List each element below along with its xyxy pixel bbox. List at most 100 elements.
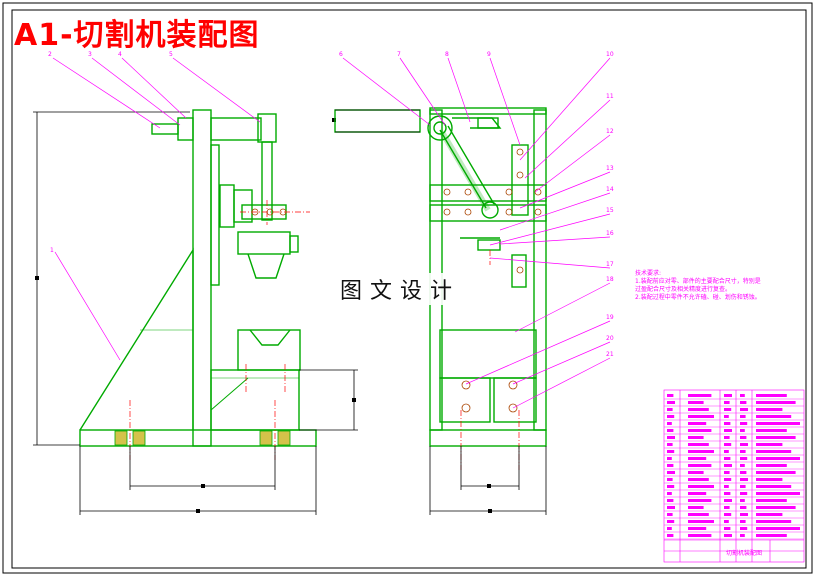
parts-list-cell-text: [756, 471, 796, 474]
parts-list-cell-text: [688, 471, 704, 474]
parts-list-cell-text: [724, 429, 732, 432]
parts-list-cell-text: [667, 429, 674, 432]
parts-list-cell-text: [740, 436, 747, 439]
parts-list-cell-text: [667, 485, 675, 488]
parts-list-cell-text: [667, 506, 675, 509]
parts-list-cell-text: [724, 436, 730, 439]
parts-list-cell-text: [667, 513, 673, 516]
pivot-joint: [481, 201, 499, 219]
parts-list-cell-text: [756, 401, 796, 404]
parts-list-cell-text: [724, 499, 732, 502]
parts-list-cell-text: [740, 464, 745, 467]
parts-list-cell-text: [740, 499, 745, 502]
parts-list-cell-text: [688, 394, 712, 397]
cutter-head: [237, 231, 291, 255]
watermark-text: 图文设计: [340, 273, 461, 305]
parts-list-cell-text: [756, 436, 796, 439]
parts-list-cell-text: [740, 415, 746, 418]
parts-list-cell-text: [756, 464, 787, 467]
work-table: [210, 369, 300, 431]
parts-list-cell-text: [740, 401, 747, 404]
lower-housing: [439, 329, 537, 379]
drawing-title: A1-切割机装配图: [14, 18, 260, 53]
parts-list-cell-text: [724, 534, 732, 537]
parts-list-cell-text: [688, 478, 709, 481]
parts-list-cell-text: [756, 527, 800, 530]
left-clamp: [439, 377, 491, 423]
leader-lines: [52, 57, 611, 409]
part-number: 13: [606, 165, 614, 172]
technical-notes: 技术要求: 1.装配前应对零、部件的主要配合尺寸，特别是 过盈配合尺寸及相关精度…: [635, 270, 785, 302]
parts-list-cell-text: [756, 513, 783, 516]
parts-list-cell-text: [667, 520, 675, 523]
parts-list-cell-text: [724, 450, 729, 453]
parts-list-cell-text: [756, 415, 792, 418]
parts-list-cell-text: [667, 408, 673, 411]
part-number: 18: [606, 276, 614, 283]
parts-list-cell-text: [667, 499, 674, 502]
parts-list-cell-text: [688, 485, 714, 488]
side-view: [79, 109, 317, 447]
part-number-labels: 1 2 3 4 5 6 7 8 9 10 11 12 13 14 15 16 1…: [48, 51, 614, 358]
parts-list-cell-text: [756, 492, 800, 495]
right-clamp: [493, 377, 537, 423]
title-block-drawing-name: 切割机装配图: [726, 550, 763, 557]
parts-list-rows: [664, 394, 804, 540]
part-number: 17: [606, 261, 614, 268]
notes-line: 过盈配合尺寸及相关精度进行复查。: [635, 286, 732, 293]
part-number: 12: [606, 128, 614, 135]
part-number: 21: [606, 351, 614, 358]
front-base: [429, 429, 547, 447]
parts-list-cell-text: [740, 534, 745, 537]
parts-list-cell-text: [724, 506, 730, 509]
clamp-block: [177, 117, 194, 141]
parts-list-cell-text: [740, 450, 746, 453]
dimension-markers: [35, 118, 492, 513]
parts-list-cell-text: [688, 506, 704, 509]
parts-list-cell-text: [740, 443, 748, 446]
parts-list-cell-text: [740, 520, 746, 523]
notes-line: 2.装配过程中零件不允许磕、碰、划伤和锈蚀。: [635, 294, 761, 301]
parts-list-cell-text: [724, 401, 730, 404]
drive-shaft: [334, 109, 421, 133]
parts-list-cell-text: [724, 527, 731, 530]
part-number: 4: [118, 51, 122, 58]
motor-housing: [219, 184, 235, 228]
parts-list-cell-text: [740, 527, 748, 530]
upper-crossbar: [429, 184, 547, 202]
parts-list-cell-text: [724, 443, 732, 446]
parts-list-cell-text: [756, 478, 783, 481]
parts-list-cell-text: [667, 471, 675, 474]
parts-list-cell-text: [724, 408, 732, 411]
parts-list-cell-text: [756, 457, 800, 460]
parts-list-cell-text: [688, 443, 709, 446]
parts-list-cell-text: [724, 520, 729, 523]
part-number: 10: [606, 51, 614, 58]
part-number: 14: [606, 186, 614, 193]
inner-border: [11, 9, 807, 569]
base-bolts: [114, 430, 291, 446]
side-dimensions: [33, 111, 358, 515]
parts-list-cell-text: [688, 527, 707, 530]
parts-list-cell-text: [756, 450, 792, 453]
parts-list-cell-text: [667, 415, 675, 418]
parts-list-cell-text: [740, 506, 747, 509]
parts-list-cell-text: [724, 415, 729, 418]
top-arm: [210, 117, 262, 141]
parts-list-cell-text: [688, 429, 712, 432]
parts-list-cell-text: [724, 464, 732, 467]
parts-list-cell-text: [688, 534, 712, 537]
parts-list-cell-text: [724, 394, 732, 397]
parts-list-cell-text: [740, 485, 746, 488]
parts-list-cell-text: [688, 513, 709, 516]
parts-list-cell-text: [688, 415, 714, 418]
parts-list-cell-text: [688, 422, 707, 425]
parts-list-cell-text: [667, 464, 674, 467]
parts-list-cell-text: [756, 422, 800, 425]
part-number: 16: [606, 230, 614, 237]
parts-list-cell-text: [667, 394, 674, 397]
front-view: [334, 107, 547, 447]
parts-list-cell-text: [667, 457, 672, 460]
